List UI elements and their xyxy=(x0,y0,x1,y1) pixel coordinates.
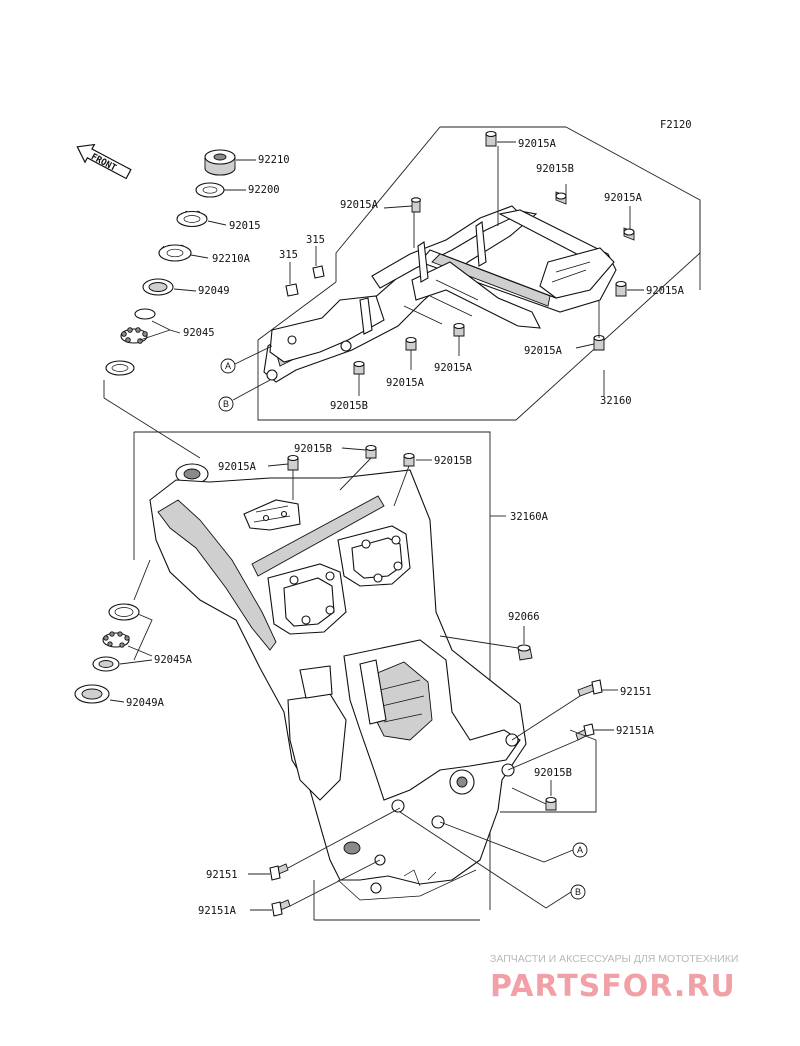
label-92015a-right: 92015A xyxy=(604,192,643,204)
label-92015a-left: 92015A xyxy=(340,199,379,211)
label-92015a-mid2: 92015A xyxy=(434,362,473,374)
label-92151a-left: 92151A xyxy=(198,905,237,917)
label-92210a: 92210A xyxy=(212,253,251,265)
watermark-brand: PARTSFOR.RU xyxy=(490,969,736,1004)
bolt-92151-left xyxy=(269,863,289,881)
bearing-92045 xyxy=(105,308,156,376)
frame-bolts-top xyxy=(287,444,415,471)
locknut-92015 xyxy=(176,210,208,228)
label-92049: 92049 xyxy=(198,285,230,297)
label-92151-left: 92151 xyxy=(206,869,238,881)
label-92015a-rear: 92015A xyxy=(646,285,685,297)
ref-b-lower: B xyxy=(570,884,586,900)
label-32160a: 32160A xyxy=(510,511,549,523)
bolt-92151a-left xyxy=(271,899,291,917)
ref-b-upper: B xyxy=(218,396,234,412)
label-92015b-bottom: 92015B xyxy=(330,400,368,412)
watermark-subtitle: ЗАПЧАСТИ И АКСЕССУАРЫ ДЛЯ МОТОТЕХНИКИ xyxy=(490,953,738,965)
label-92015a-mid1: 92015A xyxy=(386,377,425,389)
main-frame-32160a xyxy=(149,463,527,901)
svg-text:A: A xyxy=(577,845,583,855)
label-92015a-bottom: 92015A xyxy=(524,345,563,357)
label-frame-92015a-top: 92015A xyxy=(218,461,257,473)
label-92015a-top: 92015A xyxy=(518,138,557,150)
label-92045a: 92045A xyxy=(154,654,193,666)
ref-a-lower: A xyxy=(572,842,588,858)
plug-92066 xyxy=(517,644,533,661)
front-arrow-icon: FRONT xyxy=(76,143,132,180)
diagram-code: F2120 xyxy=(660,119,692,131)
label-92200: 92200 xyxy=(248,184,280,196)
svg-text:B: B xyxy=(575,887,581,897)
stem-nut-92210 xyxy=(204,149,236,176)
label-92151-right: 92151 xyxy=(620,686,652,698)
subframe-32160 xyxy=(263,130,635,383)
washer-92200 xyxy=(195,182,225,198)
svg-text:A: A xyxy=(225,361,231,371)
svg-text:B: B xyxy=(223,399,229,409)
label-frame-92015b-right: 92015B xyxy=(434,455,472,467)
ref-a-upper: A xyxy=(220,358,236,374)
label-92015b-top: 92015B xyxy=(536,163,574,175)
bolt-92015b-lower xyxy=(545,796,557,811)
label-92210: 92210 xyxy=(258,154,290,166)
label-92015: 92015 xyxy=(229,220,261,232)
label-92049a: 92049A xyxy=(126,697,165,709)
label-frame-92015b-top: 92015B xyxy=(294,443,332,455)
steering-bearing-stack xyxy=(105,149,236,376)
label-315-left: 315 xyxy=(279,249,298,261)
label-92151a-right: 92151A xyxy=(616,725,655,737)
stem-nut-92210a xyxy=(158,244,192,262)
label-32160: 32160 xyxy=(600,395,632,407)
label-92045: 92045 xyxy=(183,327,215,339)
label-frame-92015b-lower: 92015B xyxy=(534,767,572,779)
subframe-bolts xyxy=(353,130,635,375)
bolt-92151-right xyxy=(577,679,603,697)
label-92066: 92066 xyxy=(508,611,540,623)
seal-92049 xyxy=(142,278,174,296)
label-315-right: 315 xyxy=(306,234,325,246)
bolt-92151a-right xyxy=(575,723,595,741)
lower-bearing-stack xyxy=(74,603,140,704)
